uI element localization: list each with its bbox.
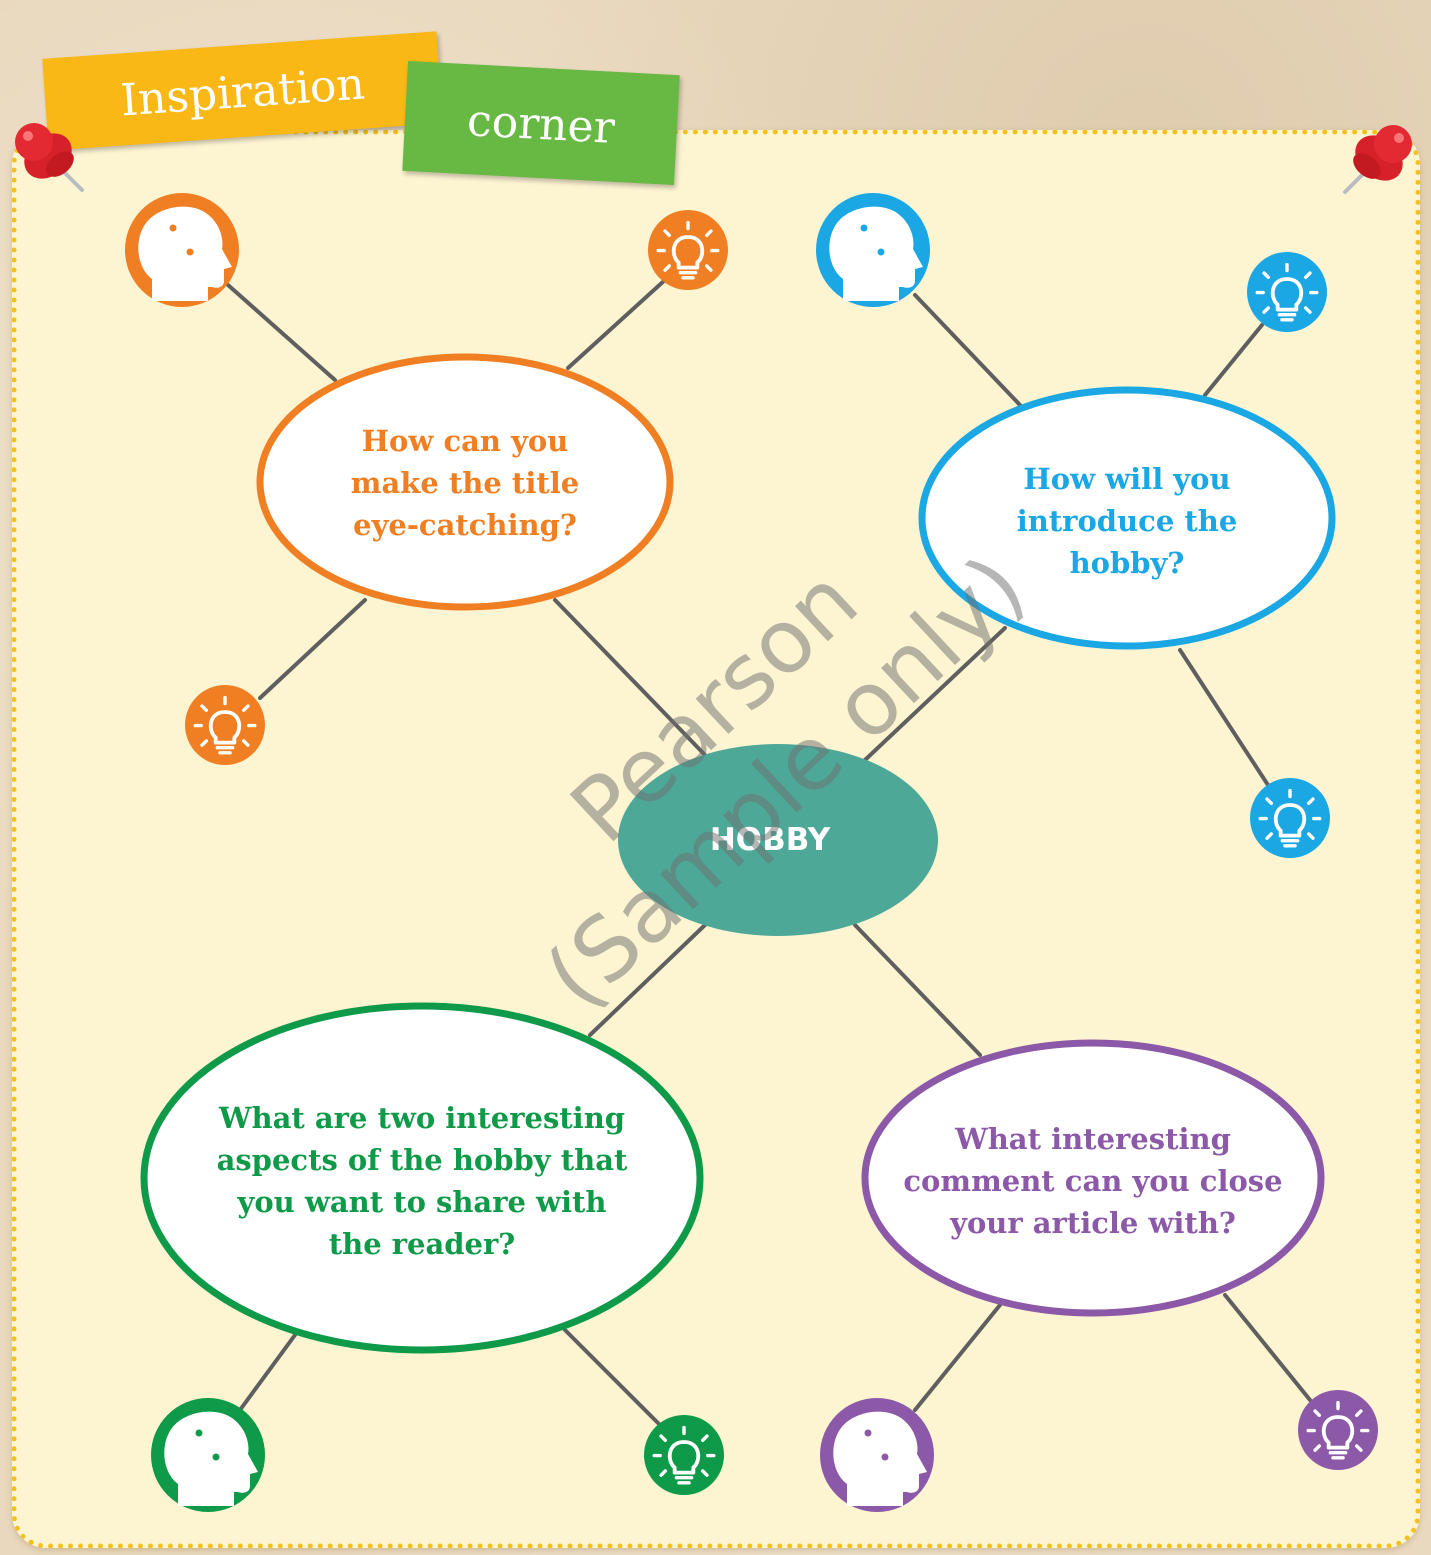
connector-line (863, 626, 1007, 762)
connector-line (553, 598, 707, 757)
connector-line (1203, 323, 1264, 397)
question-line: the reader? (328, 1227, 516, 1261)
question-text-aspects: What are two interesting aspects of the … (172, 1097, 672, 1265)
head-gears-icon (151, 1398, 265, 1512)
question-bubble-aspects (140, 1002, 704, 1354)
question-line: What are two interesting (218, 1101, 626, 1135)
lightbulb-icon (1250, 778, 1330, 858)
question-line: How will you (1023, 462, 1231, 496)
question-bubble-title (256, 353, 674, 611)
pushpin-icon (13, 121, 85, 192)
connector-line (913, 1303, 1002, 1412)
question-line: aspects of the hobby that (216, 1143, 628, 1177)
connector-line (913, 293, 1022, 407)
connector-line (1178, 648, 1270, 787)
question-line: What interesting (955, 1122, 1231, 1156)
lightbulb-icon (1247, 252, 1327, 332)
question-bubble-introduce (918, 386, 1336, 650)
center-label: HOBBY (709, 822, 831, 858)
question-line: comment can you close (903, 1164, 1283, 1198)
head-gears-icon (816, 193, 930, 307)
question-text-introduce: How will you introduce the hobby? (957, 458, 1297, 584)
question-line: introduce the (1016, 504, 1238, 538)
question-line: your article with? (950, 1206, 1236, 1240)
connector-line (238, 1333, 297, 1412)
connector-line (226, 283, 337, 382)
question-text-title: How can you make the title eye-catching? (295, 420, 635, 546)
question-bubble-closing (861, 1039, 1325, 1317)
connector-line (563, 1328, 662, 1427)
connector-line (1223, 1293, 1312, 1402)
lightbulb-icon (1298, 1390, 1378, 1470)
lightbulb-icon (185, 685, 265, 765)
lightbulb-icon (644, 1415, 724, 1495)
connector-line (588, 923, 707, 1037)
question-line: hobby? (1069, 546, 1185, 580)
head-gears-icon (125, 193, 239, 307)
question-line: eye-catching? (353, 508, 577, 542)
question-line: How can you (361, 424, 569, 458)
connector-line (853, 923, 982, 1057)
pushpin-icon (1343, 123, 1414, 194)
center-node (618, 744, 938, 936)
connector-line (258, 598, 367, 700)
question-line: make the title (350, 466, 580, 500)
connector-lines (226, 278, 1312, 1427)
question-text-closing: What interesting comment can you close y… (878, 1118, 1308, 1244)
question-line: you want to share with (237, 1185, 607, 1219)
head-gears-icon (820, 1398, 934, 1512)
connector-line (566, 278, 667, 370)
lightbulb-icon (648, 210, 728, 290)
